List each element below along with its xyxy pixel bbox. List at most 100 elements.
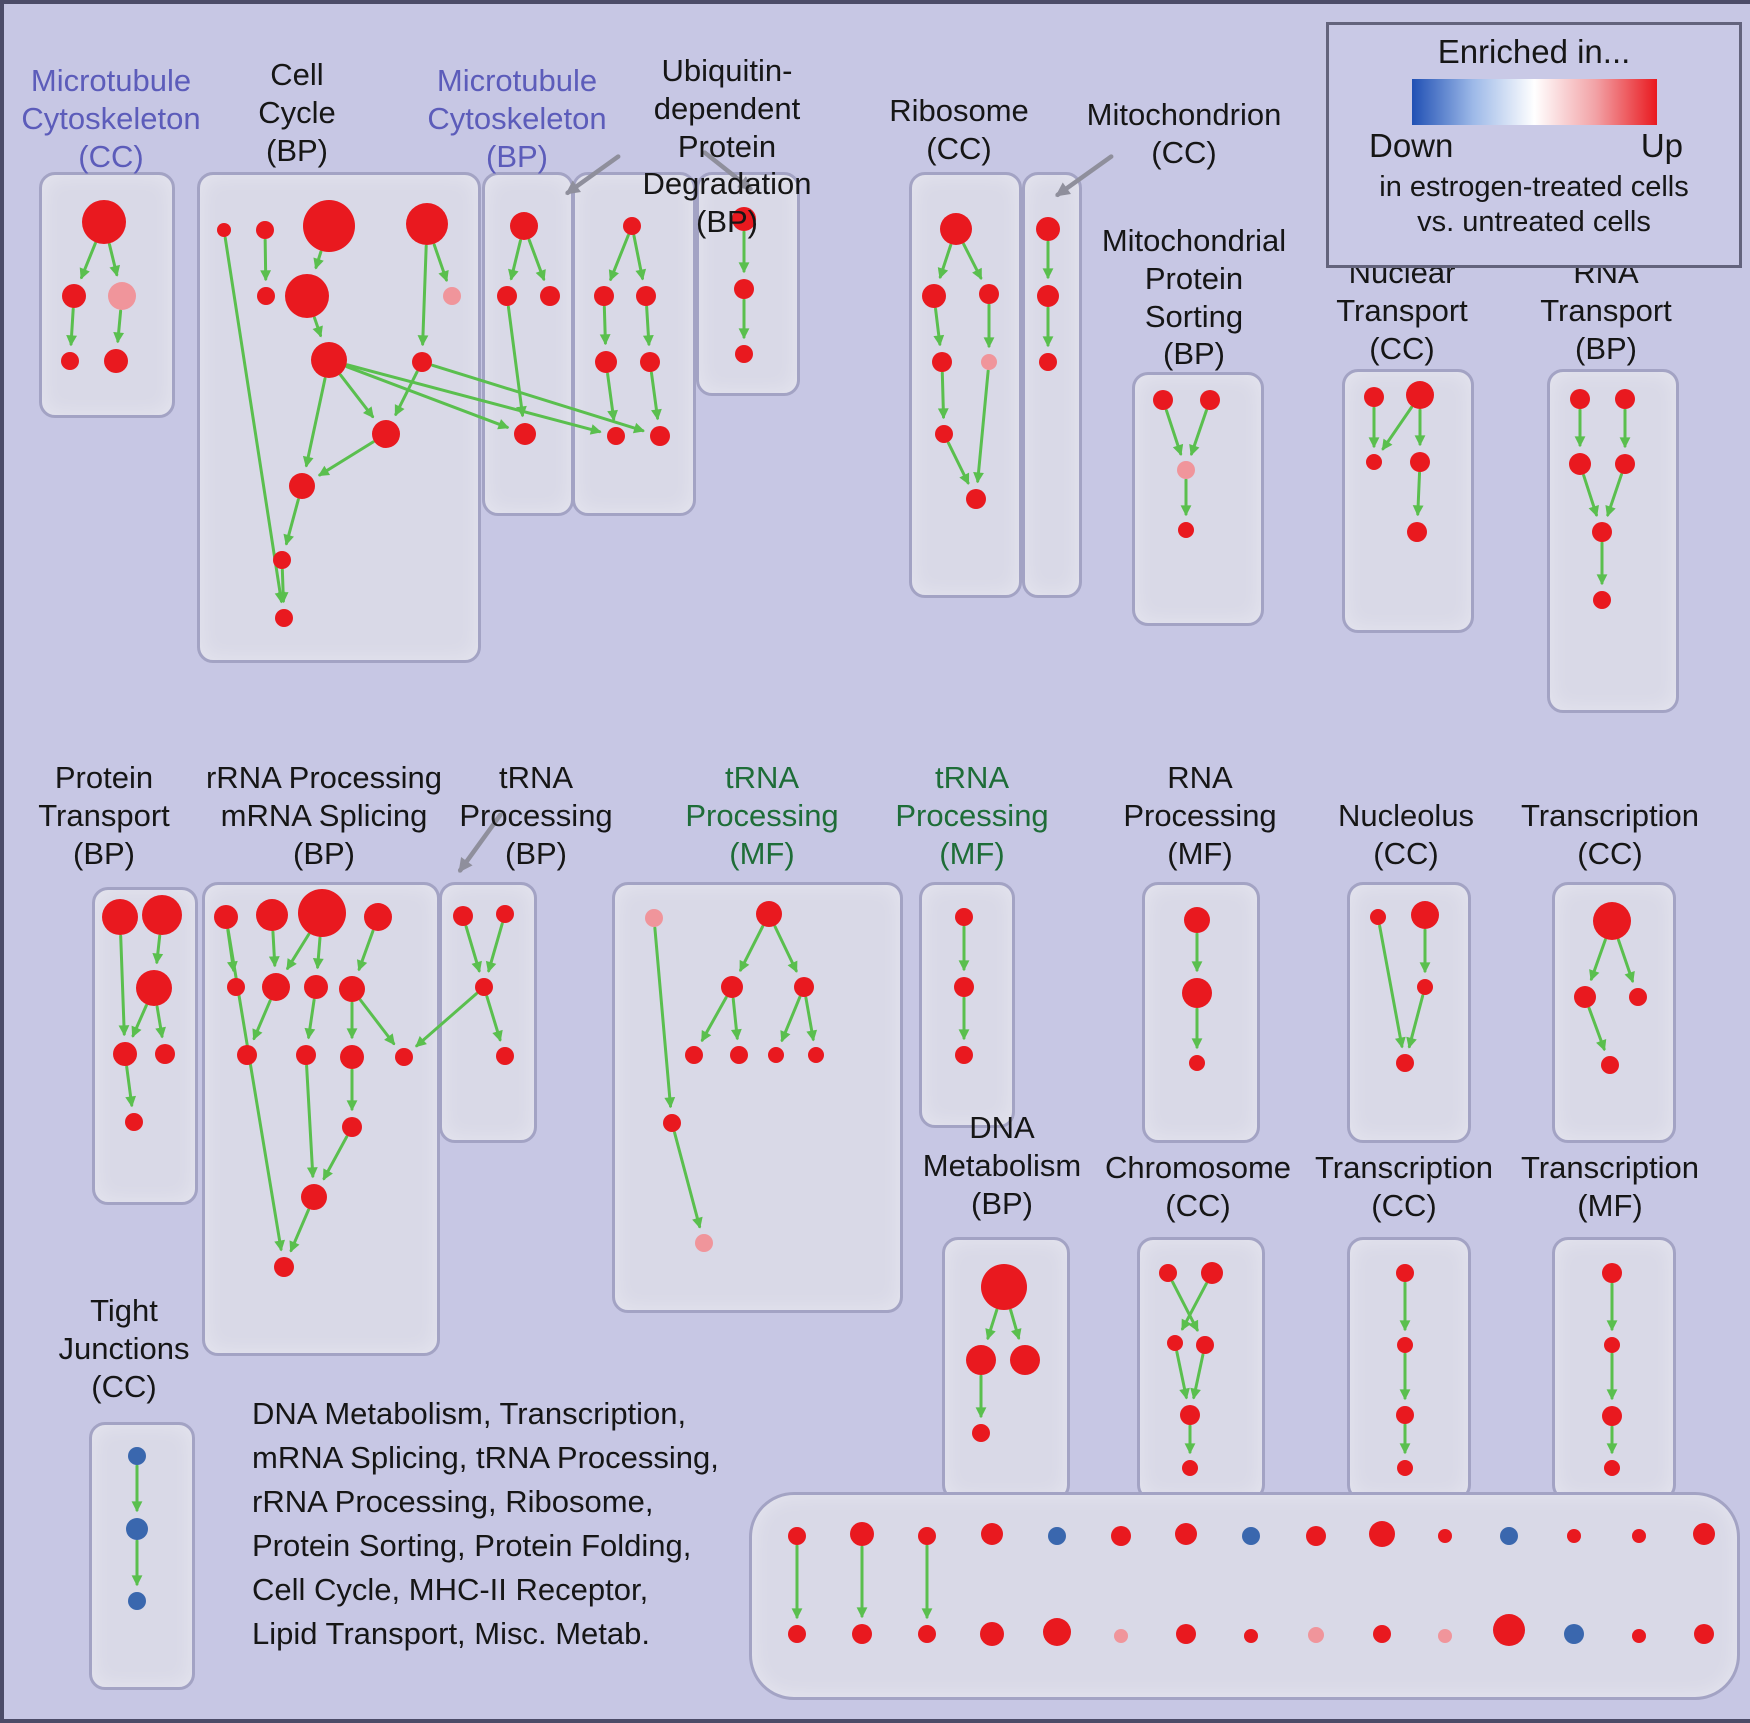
edge-arrow	[1412, 471, 1424, 517]
go-term-node-red	[1159, 1264, 1177, 1282]
edge-arrow	[946, 441, 970, 485]
edge-arrow	[318, 440, 375, 477]
cross-edge-arrow	[415, 992, 478, 1048]
go-term-node-red	[979, 284, 999, 304]
edge-arrow	[804, 996, 818, 1042]
go-term-node-red	[298, 889, 346, 937]
go-term-node-red	[412, 352, 432, 372]
go-term-node-red	[301, 1184, 327, 1210]
go-term-node-red	[918, 1527, 936, 1545]
go-term-node-red	[497, 286, 517, 306]
go-term-node-red	[663, 1114, 681, 1132]
go-term-node-red	[922, 284, 946, 308]
go-term-node-red	[788, 1527, 806, 1545]
mitochondrion-arrow	[1055, 154, 1114, 198]
edge-arrow	[606, 372, 618, 422]
edge-arrow	[1164, 408, 1184, 456]
go-term-node-red	[1370, 909, 1386, 925]
go-term-node-red	[732, 207, 756, 231]
go-term-node-red	[1180, 1405, 1200, 1425]
go-term-node-red	[1167, 1335, 1183, 1351]
edge-arrow	[66, 307, 77, 347]
edges-layer	[66, 150, 1635, 1620]
go-term-node-blue	[1242, 1527, 1260, 1545]
edge-arrow	[700, 995, 728, 1043]
edge-arrow	[113, 309, 125, 344]
edge-arrow	[1171, 1280, 1199, 1332]
ubiquitin-right-arrow	[702, 150, 753, 192]
go-term-node-red	[1693, 1523, 1715, 1545]
go-term-node-pink	[645, 909, 663, 927]
go-term-node-red	[972, 1424, 990, 1442]
go-term-node-red	[214, 905, 238, 929]
go-term-node-blue	[1564, 1624, 1584, 1644]
cluster-box-mixed-go-strip	[749, 1492, 1740, 1700]
go-term-node-red	[342, 1117, 362, 1137]
edge-arrow	[289, 1208, 310, 1253]
edge-arrow	[312, 316, 323, 338]
edge-arrow	[649, 371, 662, 421]
go-term-node-pink	[1114, 1629, 1128, 1643]
go-term-node-pink	[1438, 1629, 1452, 1643]
go-term-node-red	[734, 279, 754, 299]
go-term-node-red	[1567, 1529, 1581, 1543]
go-term-node-red	[1184, 907, 1210, 933]
go-term-node-red	[1694, 1624, 1714, 1644]
go-term-node-red	[1592, 522, 1612, 542]
go-term-node-red	[932, 352, 952, 372]
go-term-node-red	[636, 286, 656, 306]
edge-arrow	[356, 929, 375, 972]
legend-caption-line1: in estrogen-treated cells	[1379, 171, 1689, 203]
go-term-node-red	[1111, 1526, 1131, 1546]
go-term-node-red	[1176, 1624, 1196, 1644]
go-term-node-red	[1574, 986, 1596, 1008]
go-term-node-blue	[126, 1518, 148, 1540]
go-term-node-red	[237, 1045, 257, 1065]
go-term-node-red	[102, 899, 138, 935]
go-term-node-red	[685, 1046, 703, 1064]
edge-arrow	[322, 1135, 349, 1181]
edge-arrow	[131, 1003, 148, 1038]
go-term-node-red	[339, 976, 365, 1002]
edge-arrow	[508, 239, 522, 281]
go-term-node-red	[273, 551, 291, 569]
go-term-node-red	[1411, 901, 1439, 929]
go-term-node-red	[1397, 1337, 1413, 1353]
edge-arrow	[730, 997, 742, 1041]
go-term-node-pink	[443, 287, 461, 305]
go-term-node-red	[540, 286, 560, 306]
go-term-node-red	[730, 1046, 748, 1064]
go-term-node-red	[1178, 522, 1194, 538]
go-term-node-red	[1175, 1523, 1197, 1545]
go-term-node-blue	[128, 1447, 146, 1465]
edge-arrow	[313, 250, 324, 270]
go-term-node-red	[1632, 1529, 1646, 1543]
cluster-box-nucleolus-cc	[1347, 882, 1471, 1143]
go-term-node-red	[1406, 381, 1434, 409]
go-term-node-red	[257, 287, 275, 305]
go-term-node-red	[475, 978, 493, 996]
go-term-node-red	[623, 217, 641, 235]
edge-arrow	[260, 238, 272, 282]
go-term-node-red	[1615, 454, 1635, 474]
edge-arrow	[1589, 938, 1607, 982]
go-term-node-red	[1396, 1406, 1414, 1424]
go-term-node-red	[1615, 389, 1635, 409]
edge-arrow	[608, 233, 630, 282]
edge-arrow	[1190, 1353, 1205, 1400]
edge-arrow	[780, 995, 802, 1043]
go-term-node-red	[640, 352, 660, 372]
go-term-node-red	[275, 609, 293, 627]
edge-arrow	[304, 998, 316, 1040]
go-term-node-red	[595, 351, 617, 373]
go-term-node-red	[1629, 988, 1647, 1006]
go-term-node-red	[1036, 217, 1060, 241]
go-term-node-red	[1189, 1055, 1205, 1071]
edge-arrow	[1180, 1282, 1208, 1331]
edge-arrow	[1378, 924, 1406, 1049]
edge-arrow	[252, 999, 272, 1041]
go-term-node-red	[1200, 390, 1220, 410]
go-term-node-red	[594, 286, 614, 306]
edge-arrow	[107, 242, 121, 277]
